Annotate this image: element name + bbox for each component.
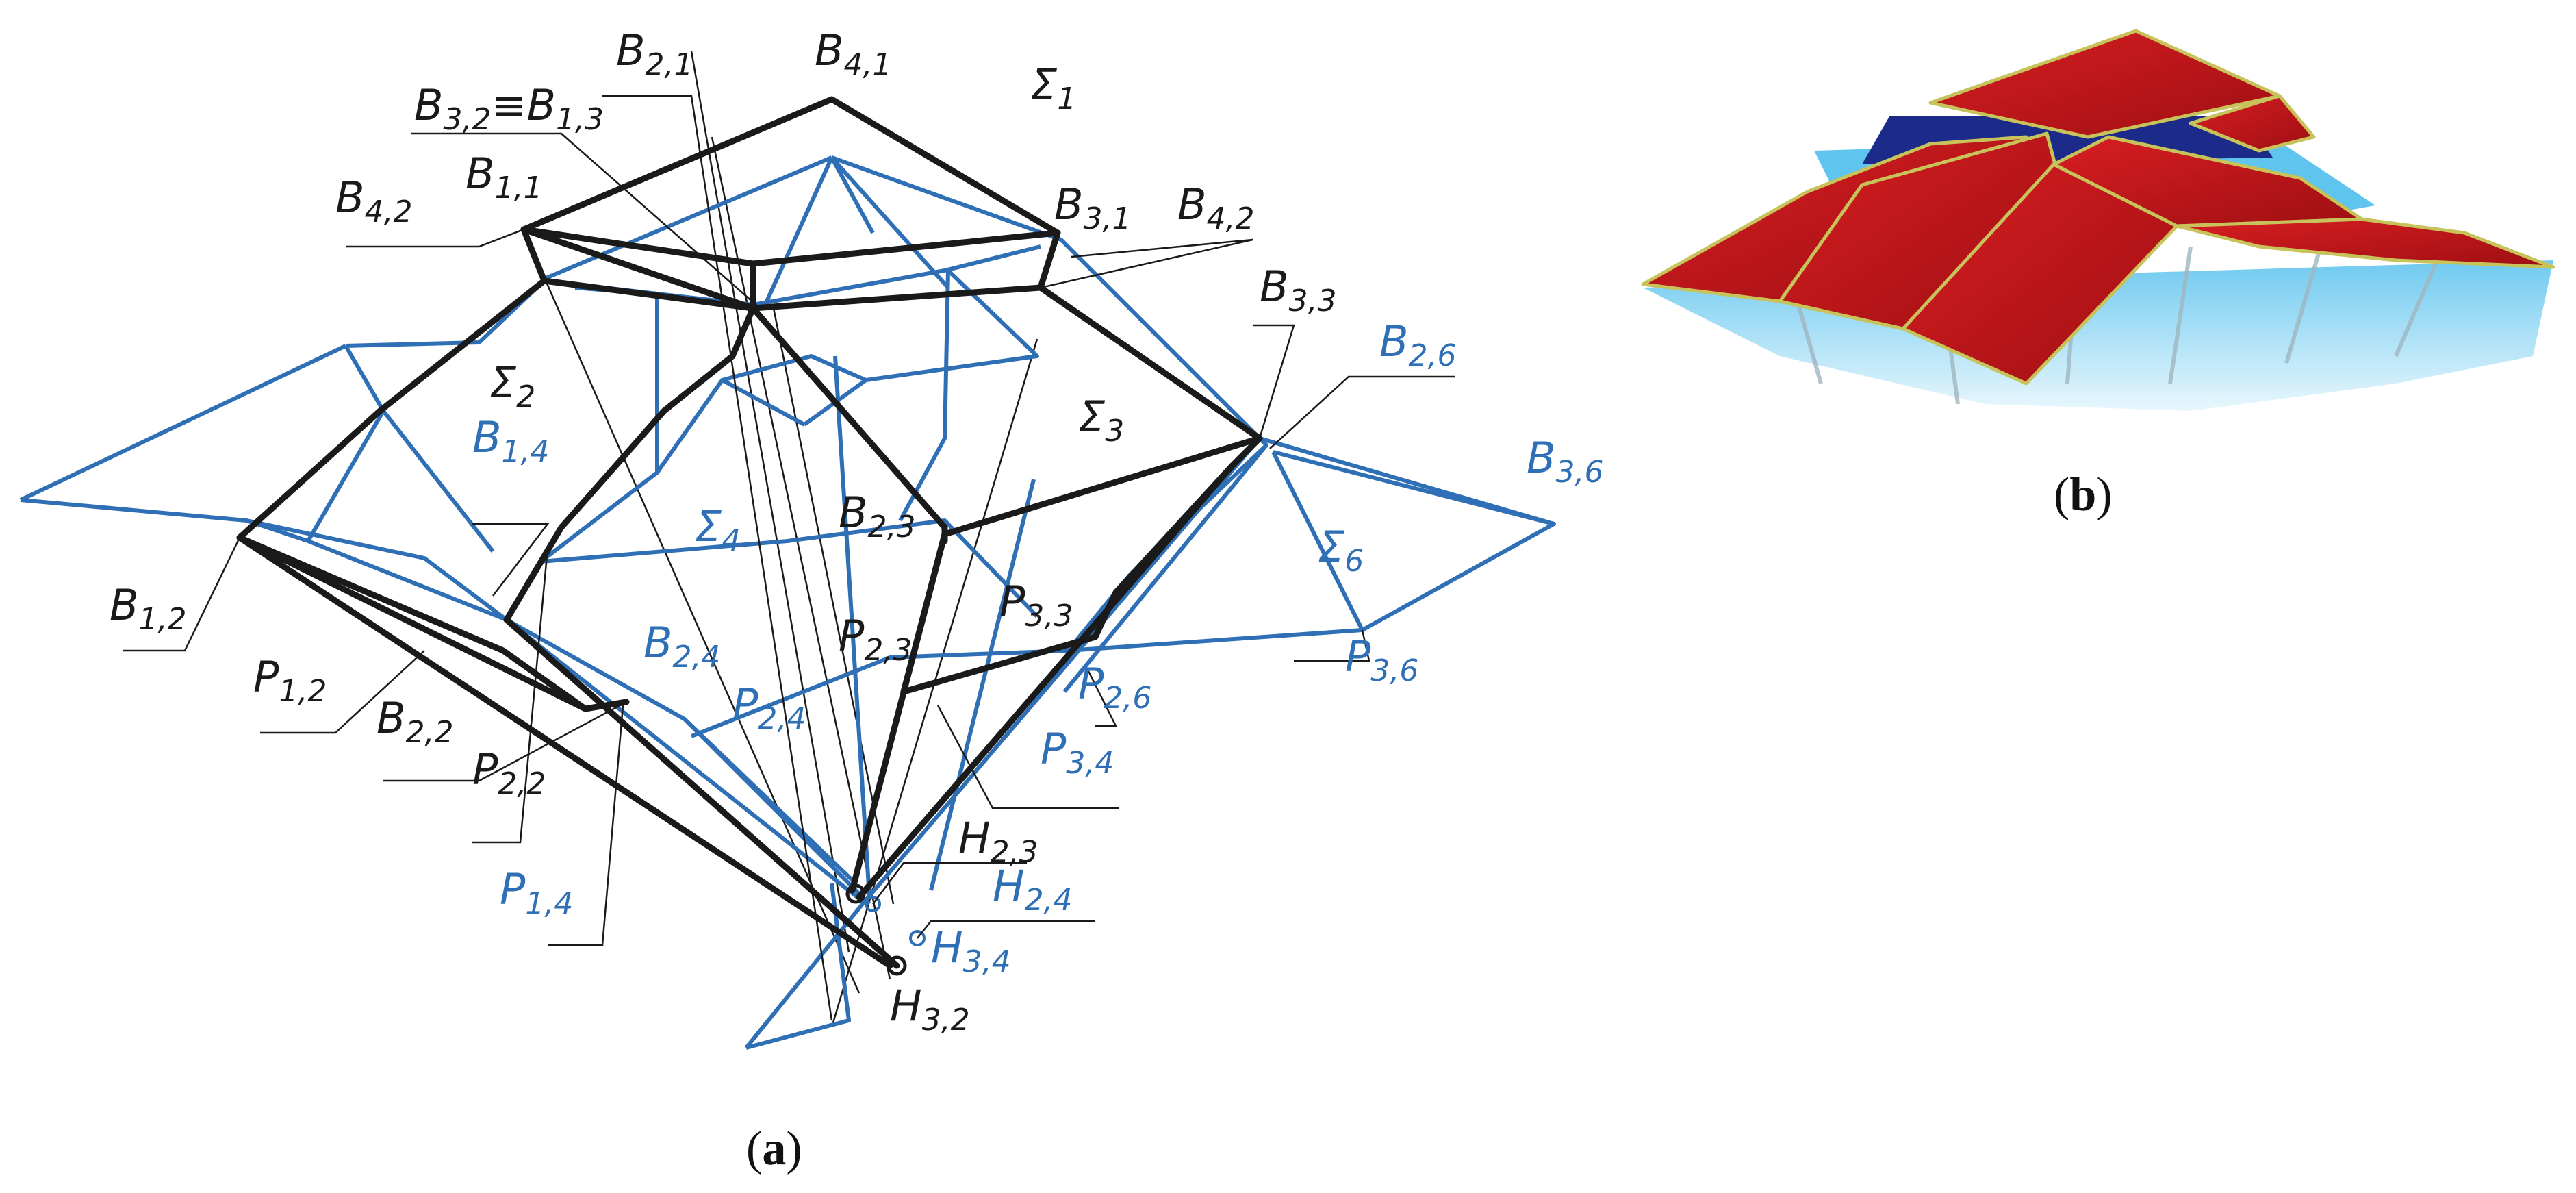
label-p-2-2: P2,2 — [472, 744, 546, 801]
label-sigma-2: Σ2 — [489, 357, 535, 414]
roof-panel-right-top — [2189, 94, 2316, 153]
caption-a: (a) — [746, 1122, 802, 1175]
label-sigma-4: Σ4 — [695, 501, 741, 558]
label-h-3-4: H3,4 — [931, 922, 1011, 979]
leader-lines — [123, 95, 1455, 1021]
label-h-2-4: H2,4 — [993, 861, 1073, 918]
label-b-3-6: B3,6 — [1527, 433, 1604, 490]
roof-panel-right — [2175, 217, 2555, 269]
label-b-1-2: B1,2 — [110, 580, 187, 637]
label-p-2-4: P2,4 — [732, 679, 806, 736]
roof-panel-center-left — [1778, 131, 2063, 331]
label-b-3-2-equiv-b-1-3: B3,2≡B1,3 — [414, 80, 604, 137]
label-p-3-6: P3,6 — [1345, 631, 1418, 688]
label-sigma-1: Σ1 — [1030, 60, 1076, 116]
thick-black-structure-lines — [236, 96, 1263, 976]
label-b-4-1: B4,1 — [815, 25, 892, 82]
panel-b-rendering: (b) — [1641, 29, 2555, 521]
red-roof-panels — [1641, 29, 2555, 386]
label-p-2-3: P2,3 — [839, 611, 912, 668]
label-h-3-2: H3,2 — [890, 981, 970, 1038]
label-b-4-2-left: B4,2 — [335, 173, 413, 229]
label-b-2-2: B2,2 — [377, 693, 454, 750]
label-p-2-6: P2,6 — [1078, 659, 1151, 716]
label-b-3-1: B3,1 — [1054, 179, 1132, 236]
panel-a-diagram: B2,1 B4,1 Σ1 B3,2≡B1,3 B1,1 B4,2 B3,1 B4… — [19, 25, 1604, 1175]
label-b-3-3: B3,3 — [1260, 262, 1337, 318]
label-b-2-1: B2,1 — [616, 25, 693, 82]
label-h-2-3: H2,3 — [958, 813, 1038, 870]
label-b-4-2-right: B4,2 — [1177, 179, 1255, 236]
label-sigma-6: Σ6 — [1318, 522, 1364, 579]
label-b-2-4: B2,4 — [643, 618, 721, 675]
label-b-2-6: B2,6 — [1379, 316, 1457, 373]
label-p-3-3: P3,3 — [999, 577, 1073, 633]
blue-labels: B2,6 B3,6 B1,4 Σ4 Σ6 P3,6 B2,4 P2,4 P2,6… — [472, 316, 1604, 979]
label-p-1-4: P1,4 — [500, 864, 573, 921]
label-b-1-4: B1,4 — [472, 412, 550, 469]
roof-panel-center-right — [2052, 135, 2364, 228]
label-sigma-3: Σ3 — [1078, 392, 1124, 449]
label-p-1-2: P1,2 — [253, 652, 327, 709]
label-b-1-1: B1,1 — [466, 149, 543, 205]
caption-b: (b) — [2054, 468, 2113, 521]
label-b-2-3: B2,3 — [839, 488, 916, 544]
black-labels: B2,1 B4,1 Σ1 B3,2≡B1,3 B1,1 B4,2 B3,1 B4… — [110, 25, 1337, 1038]
label-p-3-4: P3,4 — [1041, 724, 1114, 781]
